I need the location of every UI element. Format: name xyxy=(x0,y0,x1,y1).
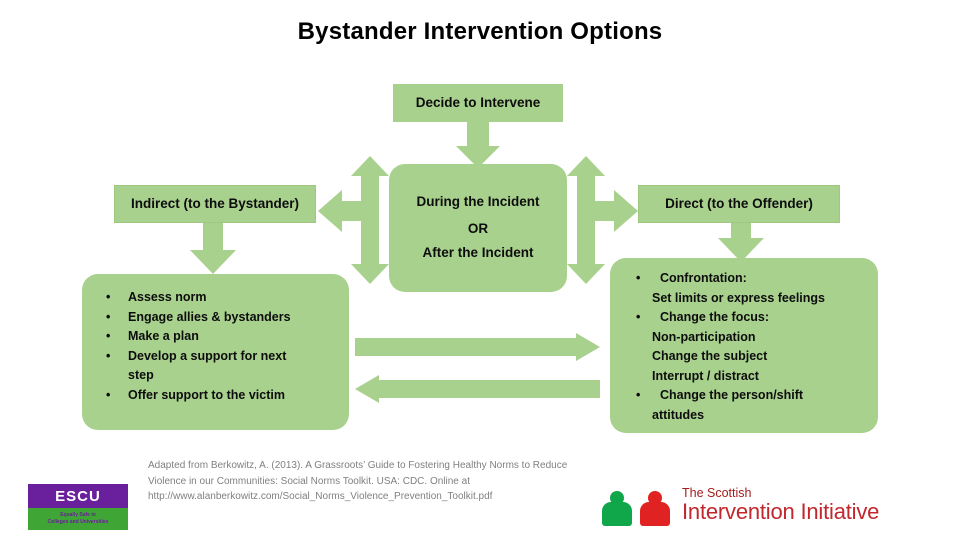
panel-indirect-actions[interactable]: • Assess norm • Engage allies & bystande… xyxy=(82,274,349,430)
escu-logo-tagline-band: Equally Safe in Colleges and Universitie… xyxy=(28,508,128,530)
arrow-head xyxy=(614,190,638,232)
during-line-or: OR xyxy=(467,220,489,236)
arrow-head xyxy=(456,146,500,168)
list-item: • Engage allies & bystanders xyxy=(90,308,339,328)
right-arrow-to-direct xyxy=(580,190,638,232)
person-red-icon xyxy=(640,491,670,526)
escu-logo: ESCU Equally Safe in Colleges and Univer… xyxy=(28,484,128,530)
list-item: • Change the focus: Non-participation Ch… xyxy=(618,308,870,386)
citation-line-2: Violence in our Communities: Social Norm… xyxy=(148,475,470,487)
arrow-shaft xyxy=(580,201,616,221)
bullet-glyph: • xyxy=(636,310,641,324)
arrow-shaft xyxy=(467,120,489,148)
list-item-text: Develop a support for next xyxy=(128,348,287,363)
box-indirect-label: Indirect (to the Bystander) xyxy=(130,195,300,211)
box-direct-label: Direct (to the Offender) xyxy=(665,195,813,211)
during-line-3: After the Incident xyxy=(422,245,534,261)
citation-line-3: http://www.alanberkowitz.com/Social_Norm… xyxy=(148,491,493,502)
box-decide-to-intervene[interactable]: Decide to Intervene xyxy=(393,84,563,122)
list-item-subtext: Non-participation xyxy=(652,329,756,344)
sii-small-text: The Scottish xyxy=(682,486,752,501)
left-arrow-to-indirect xyxy=(318,190,376,232)
bullet-glyph: • xyxy=(106,290,111,304)
bullet-glyph: • xyxy=(106,348,111,363)
person-head xyxy=(648,491,662,505)
person-body xyxy=(640,502,670,526)
arrow-head-up xyxy=(351,156,389,176)
escu-tagline-line-2: Colleges and Universities xyxy=(47,519,109,525)
person-body xyxy=(602,502,632,526)
list-item-text: Offer support to the victim xyxy=(128,387,285,402)
bullet-glyph: • xyxy=(106,387,111,402)
down-arrow-direct-to-actions xyxy=(718,222,764,262)
down-arrow-indirect-to-actions xyxy=(190,222,236,276)
arrow-head-down xyxy=(351,264,389,284)
person-green-icon xyxy=(602,491,632,526)
bullet-glyph: • xyxy=(636,271,641,285)
list-item: • Offer support to the victim xyxy=(90,386,339,406)
list-item-subtext-3: Interrupt / distract xyxy=(652,368,759,383)
list-item-text: Make a plan xyxy=(128,329,199,343)
source-citation: Adapted from Berkowitz, A. (2013). A Gra… xyxy=(148,458,648,505)
during-line-1: During the Incident xyxy=(416,193,540,209)
arrow-head-up xyxy=(567,156,605,176)
arrow-head-down xyxy=(567,264,605,284)
sii-big-text: Intervention Initiative xyxy=(682,499,880,525)
list-item-text: Assess norm xyxy=(128,290,207,304)
left-arrow-between-panels xyxy=(355,375,600,403)
vertical-double-arrow-left xyxy=(351,156,389,284)
list-item: • Assess norm xyxy=(90,288,339,308)
list-item-text: Change the focus: xyxy=(660,310,770,324)
escu-logo-acronym-band: ESCU xyxy=(28,484,128,508)
list-item-text: Change the person/shift xyxy=(660,388,804,402)
list-item-subtext: attitudes xyxy=(652,407,705,422)
panel-direct-actions[interactable]: • Confrontation: Set limits or express f… xyxy=(610,258,878,433)
arrow-shaft xyxy=(340,201,376,221)
scottish-intervention-initiative-logo: The Scottish Intervention Initiative xyxy=(600,482,900,530)
down-arrow-decide-to-during xyxy=(456,120,500,168)
person-head xyxy=(610,491,624,505)
arrow-head xyxy=(318,190,342,232)
list-item-subtext-2: Change the subject xyxy=(652,349,768,363)
two-people-icon xyxy=(600,484,678,528)
list-item: • Confrontation: Set limits or express f… xyxy=(618,269,870,308)
list-item-text: Engage allies & bystanders xyxy=(128,309,291,324)
arrow-head xyxy=(190,250,236,274)
list-item-subtext: step xyxy=(128,368,154,382)
box-direct-to-offender[interactable]: Direct (to the Offender) xyxy=(638,185,840,223)
box-decide-label: Decide to Intervene xyxy=(415,94,541,110)
arrow-head xyxy=(576,333,600,361)
citation-line-1: Adapted from Berkowitz, A. (2013). A Gra… xyxy=(148,460,568,471)
bullet-glyph: • xyxy=(106,309,111,324)
box-during-or-after-incident[interactable]: During the Incident OR After the Inciden… xyxy=(389,164,567,292)
sii-logo-text: The Scottish Intervention Initiative xyxy=(682,487,879,524)
list-item: • Change the person/shift attitudes xyxy=(618,386,870,425)
arrow-head xyxy=(355,375,379,403)
direct-actions-list: • Confrontation: Set limits or express f… xyxy=(610,258,878,425)
page-title: Bystander Intervention Options xyxy=(297,18,663,45)
arrow-shaft xyxy=(378,380,600,398)
arrow-shaft xyxy=(731,222,751,240)
arrow-shaft xyxy=(203,222,223,252)
list-item-subtext: Set limits or express feelings xyxy=(652,290,825,305)
bullet-glyph: • xyxy=(636,388,641,402)
indirect-actions-list: • Assess norm • Engage allies & bystande… xyxy=(82,274,349,405)
arrow-shaft xyxy=(355,338,577,356)
bullet-glyph: • xyxy=(106,329,111,343)
list-item-text: Confrontation: xyxy=(660,271,747,285)
list-item: • Make a plan xyxy=(90,327,339,347)
box-indirect-to-bystander[interactable]: Indirect (to the Bystander) xyxy=(114,185,316,223)
escu-tagline-line-1: Equally Safe in xyxy=(60,512,96,519)
list-item: • Develop a support for next step xyxy=(90,347,339,386)
escu-acronym: ESCU xyxy=(55,487,101,505)
right-arrow-between-panels xyxy=(355,333,600,361)
